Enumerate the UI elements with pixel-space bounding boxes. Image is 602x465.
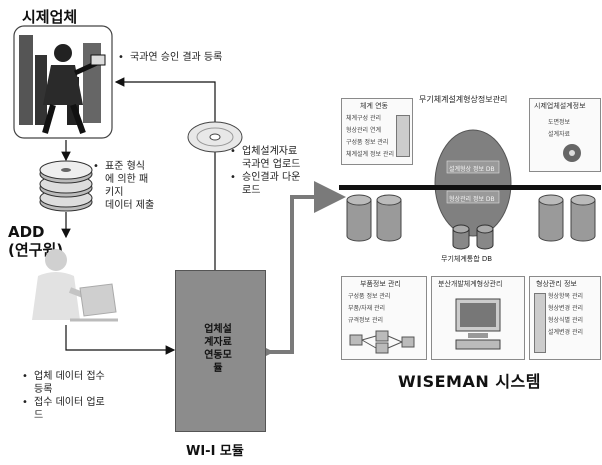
db-ellipse — [434, 129, 512, 237]
company-illustration — [13, 25, 113, 139]
system-bus — [339, 185, 601, 190]
panel-items: 체계구성 관리 형상관리 연계 구성품 정보 관리 체계설계 정보 관리 — [346, 113, 394, 161]
flow-thumbnail — [349, 330, 415, 354]
company-note: •국과연 승인 결과 등록 — [118, 52, 223, 63]
ellipse-label-design-db: 설계형상 정보 DB — [449, 166, 495, 173]
panel-item: 도면정보 — [548, 119, 571, 126]
wi-module-box: 업체설 계자료 연동모 듈 — [175, 270, 266, 432]
panel-item: 설계자료 — [548, 131, 571, 138]
panel-item: 체계구성 관리 — [346, 115, 382, 122]
panel-items: 도면정보 설계자료 — [548, 117, 570, 141]
disk-stack-icon — [39, 160, 93, 212]
cd-icon — [187, 121, 243, 153]
wiseman-caption: WISEMAN 시스템 — [398, 372, 541, 391]
computer-icon — [455, 298, 501, 350]
researcher-illustration — [32, 249, 118, 322]
panel-item: 형상항목 관리 — [548, 293, 584, 300]
panel-parts-info: 부품정보 관리 구성품 정보 관리 부품/자재 관리 규격정보 관리 — [341, 276, 427, 360]
screen-thumbnail — [534, 293, 546, 353]
wiseman-header: 무기체계설계형상정보관리 — [419, 95, 508, 104]
db-cylinders-left — [346, 194, 402, 242]
panel-system-link: 체계 연동 체계구성 관리 형상관리 연계 구성품 정보 관리 체계설계 정보 … — [341, 98, 413, 165]
module-caption: WI-I 모듈 — [186, 444, 244, 459]
collect-notes: •업체 데이터 접수 등록 •접수 데이터 업로 드 — [22, 371, 105, 421]
panel-title: 시제업체설계정보 — [534, 102, 586, 110]
panel-item: 형상관리 연계 — [346, 127, 382, 134]
panel-distributed-config: 분산개발체계형상관리 — [431, 276, 525, 360]
panel-item: 규격정보 관리 — [348, 317, 384, 324]
panel-item: 설계변경 관리 — [548, 329, 584, 336]
panel-item: 구성품 정보 관리 — [346, 139, 389, 146]
panel-title: 형상관리 정보 — [536, 280, 577, 288]
panel-item: 형상변경 관리 — [548, 305, 584, 312]
panel-title: 부품정보 관리 — [360, 280, 401, 288]
integrated-db-label: 무기체계통합 DB — [441, 255, 493, 263]
module-text: 업체설 계자료 연동모 듈 — [204, 324, 232, 374]
panel-item: 구성품 정보 관리 — [348, 293, 391, 300]
package-note: •표준 형식 에 의한 패 키지 데이터 제출 — [93, 161, 155, 211]
panel-item: 체계설계 정보 관리 — [346, 151, 394, 158]
panel-items: 형상항목 관리 형상변경 관리 형상식별 관리 설계변경 관리 — [548, 291, 583, 339]
panel-company-design: 시제업체설계정보 도면정보 설계자료 — [529, 98, 601, 172]
gear-icon — [563, 144, 581, 162]
panel-config-management: 형상관리 정보 형상항목 관리 형상변경 관리 형상식별 관리 설계변경 관리 — [529, 276, 601, 360]
screen-thumbnail — [396, 115, 410, 157]
panel-item: 부품/자재 관리 — [348, 305, 386, 312]
arrow-module-wiseman — [242, 181, 346, 368]
db-cylinders-right — [538, 194, 596, 242]
panel-item: 형상식별 관리 — [548, 317, 584, 324]
ellipse-label-config-db: 형상관리 정보 DB — [449, 196, 495, 203]
panel-items: 구성품 정보 관리 부품/자재 관리 규격정보 관리 — [348, 291, 390, 327]
panel-title: 체계 연동 — [360, 102, 388, 110]
arrow-module-to-company — [114, 77, 216, 270]
integrated-db-icon — [452, 224, 494, 250]
panel-title: 분산개발체계형상관리 — [438, 280, 503, 288]
cd-notes: •업체설계자료 국과연 업로드 •승인결과 다운 로드 — [230, 146, 301, 196]
arrow-add-to-module — [65, 325, 176, 355]
wiseman-diagram: 체계 연동 체계구성 관리 형상관리 연계 구성품 정보 관리 체계설계 정보 … — [339, 88, 601, 363]
company-title: 시제업체 — [22, 8, 78, 26]
